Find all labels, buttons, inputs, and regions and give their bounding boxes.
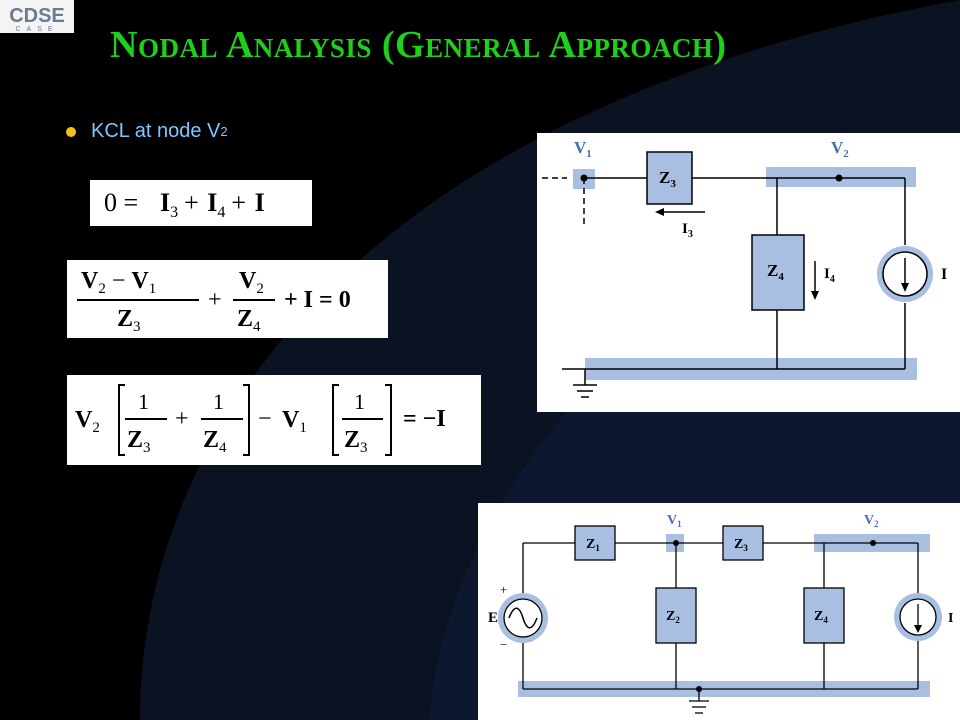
bullet-text: KCL at node V xyxy=(91,120,221,142)
svg-text:I: I xyxy=(941,266,947,283)
svg-text:CDSE: CDSE xyxy=(9,5,65,27)
eq1-i3: I xyxy=(160,188,170,217)
svg-text:−: − xyxy=(500,637,507,652)
circuit-diagram-node-v2: Z3 I3 Z4 I4 I V1 V2 xyxy=(537,133,960,412)
svg-text:1: 1 xyxy=(354,389,365,414)
current-arrow-i3-icon xyxy=(655,208,664,216)
svg-text:1: 1 xyxy=(213,389,224,414)
svg-text:Z3: Z3 xyxy=(659,168,676,190)
svg-text:Z4: Z4 xyxy=(767,261,784,283)
svg-text:I3: I3 xyxy=(682,221,693,240)
svg-text:Z3: Z3 xyxy=(344,427,368,456)
equation-currents: V2−V1 Z3 + V2 Z4 + I = 0 xyxy=(67,260,388,338)
eq1-lhs: 0 = xyxy=(104,188,138,217)
impedance-z1 xyxy=(574,525,616,561)
equation-kcl: 0 = I3+ I4+ I xyxy=(90,180,312,226)
svg-text:CASE: CASE xyxy=(15,26,58,33)
svg-text:V1: V1 xyxy=(667,513,682,529)
impedance-z4 xyxy=(751,234,805,311)
svg-text:Z3: Z3 xyxy=(117,306,141,335)
svg-text:1: 1 xyxy=(138,389,149,414)
svg-text:Z3: Z3 xyxy=(734,537,748,553)
svg-text:I4: I4 xyxy=(824,266,835,285)
slide-title: Nodal Analysis (General Approach) xyxy=(110,24,727,66)
svg-text:Z1: Z1 xyxy=(586,537,600,553)
svg-text:V2: V2 xyxy=(831,138,849,160)
svg-text:I3+ I4+ I: I3+ I4+ I xyxy=(160,188,265,221)
case-logo: CDSE CASE xyxy=(0,0,74,33)
impedance-z2 xyxy=(655,587,697,644)
svg-text:V1: V1 xyxy=(574,138,592,160)
svg-text:= −I: = −I xyxy=(403,406,446,432)
eq1-i: I xyxy=(255,188,265,217)
svg-text:V2: V2 xyxy=(75,407,100,436)
svg-text:+: + xyxy=(208,287,222,313)
svg-text:Z4: Z4 xyxy=(814,609,828,625)
impedance-z3 xyxy=(646,151,693,205)
svg-text:Z3: Z3 xyxy=(127,427,151,456)
equation-node-v2: V2 1 Z3 + 1 Z4 − V1 1 Z3 = −I xyxy=(67,375,481,465)
svg-text:V1: V1 xyxy=(282,407,307,436)
svg-text:+ I = 0: + I = 0 xyxy=(284,287,351,313)
svg-text:+: + xyxy=(500,582,507,597)
bullet-dot-icon xyxy=(66,126,76,137)
svg-text:Z2: Z2 xyxy=(666,609,680,625)
svg-text:E: E xyxy=(488,610,498,626)
svg-text:V2: V2 xyxy=(239,268,264,297)
circuit-diagram-full: Z1 Z3 Z2 Z4 E + − I V1 V2 xyxy=(478,503,960,720)
impedance-z3-bottom xyxy=(722,525,764,561)
svg-text:V2: V2 xyxy=(864,513,879,529)
svg-text:+: + xyxy=(175,406,189,432)
bullet-subscript: 2 xyxy=(220,124,228,139)
svg-text:I: I xyxy=(948,611,953,626)
current-arrow-i4-icon xyxy=(811,291,819,300)
impedance-z4-bottom xyxy=(803,587,845,644)
eq1-i4: I xyxy=(207,188,217,217)
svg-text:−: − xyxy=(258,406,272,432)
svg-text:V2−V1: V2−V1 xyxy=(81,268,156,297)
svg-text:Z4: Z4 xyxy=(237,306,261,335)
svg-text:Z4: Z4 xyxy=(203,427,227,456)
